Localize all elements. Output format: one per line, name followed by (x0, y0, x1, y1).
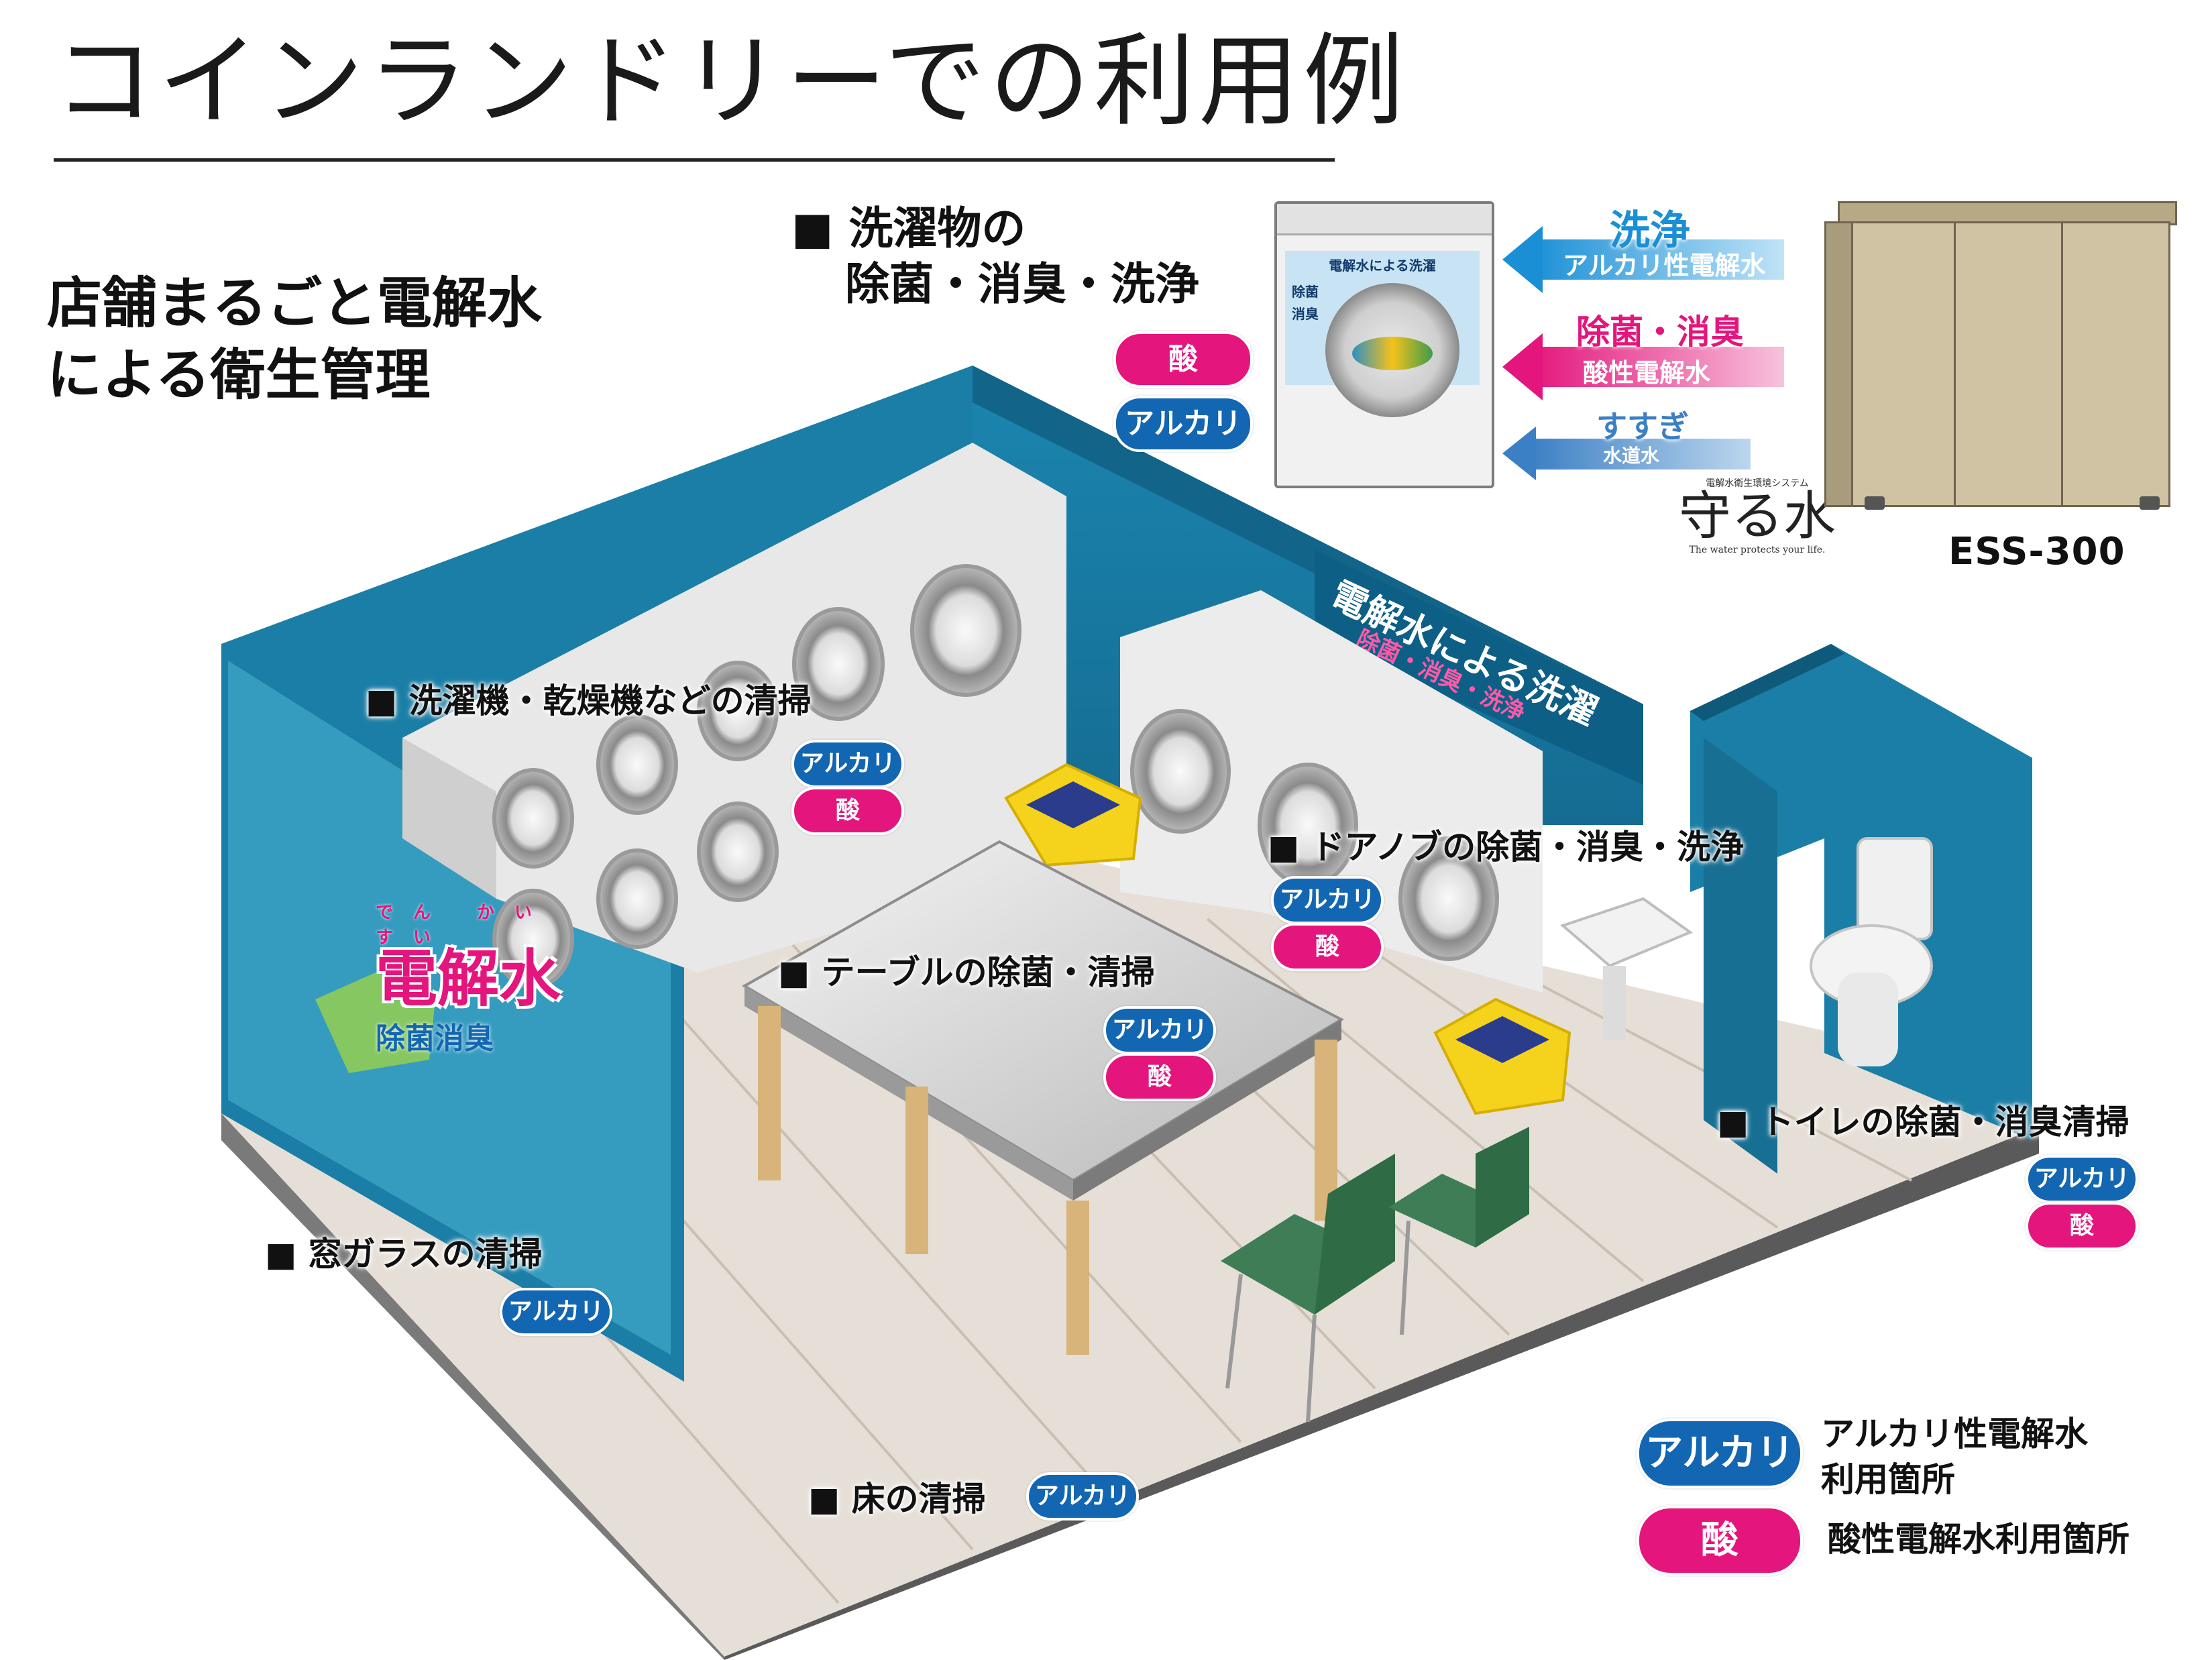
floor-alkali-pill: アルカリ (1026, 1472, 1139, 1520)
toilet-acid-pill: 酸 (2026, 1202, 2138, 1250)
washer-sign-line-1: 電解水による洗濯 (1329, 258, 1436, 274)
logo-ruby: でん かい すい (376, 903, 553, 948)
table-label: ■ テーブルの除菌・清掃 (778, 953, 1155, 992)
brand-name: 守る水 (1678, 486, 1836, 547)
disinfect-arrow: 除菌・消臭 酸性電解水 (1502, 313, 1784, 400)
subtitle: 店舗まるごと電解水 による衛生管理 (47, 268, 542, 411)
washer-illustration: 電解水による洗濯 除菌 消臭 (1274, 201, 1494, 488)
ess-300-label: ESS-300 (1948, 530, 2125, 573)
doorknob-label: ■ ドアノブの除菌・消臭・洗浄 (1268, 828, 1745, 867)
legend-acid-text: 酸性電解水利用箇所 (1828, 1520, 2130, 1559)
wash-arrow: 洗浄 アルカリ性電解水 (1502, 207, 1784, 293)
ess-300-unit (1824, 201, 2177, 510)
floor-label: ■ 床の清掃 (808, 1480, 986, 1518)
legend-alkali-text-line-2: 利用箇所 (1821, 1459, 1955, 1499)
mamoru-mizu-logo: 電解水衛生環境システム 守る水 The water protects your … (1670, 476, 1844, 555)
doorknob-acid-pill: 酸 (1271, 923, 1384, 971)
window-basket (315, 973, 436, 1073)
toilet-label: ■ トイレの除菌・消臭清掃 (1717, 1103, 2130, 1142)
legend-acid-pill: 酸 (1637, 1506, 1803, 1575)
denkaisui-logo-sign: でん かい すい 電解水 除菌消臭 (376, 899, 577, 1057)
washers-alkali-pill: アルカリ (791, 740, 904, 788)
window-alkali-pill: アルカリ (500, 1288, 612, 1336)
toilet (1810, 837, 1933, 1066)
washer-drum (1325, 283, 1459, 417)
page-title: コインランドリーでの利用例 (54, 23, 1408, 140)
washer-row-back (1120, 590, 1543, 993)
sink (1560, 897, 1694, 1040)
logo-sub: 除菌消臭 (376, 1021, 494, 1056)
wash-arrow-title: 洗浄 (1610, 207, 1690, 254)
legend-alkali-text: アルカリ性電解水 利用箇所 (1821, 1412, 2088, 1502)
washer-sign-line-2: 除菌 (1292, 284, 1319, 300)
subtitle-line-1: 店舗まるごと電解水 (47, 272, 543, 335)
laundry-basket-1 (1004, 763, 1142, 867)
disinfect-arrow-title: 除菌・消臭 (1576, 313, 1744, 351)
washers-label: ■ 洗濯機・乾燥機などの清掃 (366, 681, 812, 720)
laundry-in-drum (1352, 337, 1433, 370)
laundry-basket-2 (1433, 997, 1571, 1115)
legend-alkali-pill: アルカリ (1637, 1419, 1803, 1488)
toilet-alkali-pill: アルカリ (2026, 1155, 2138, 1203)
legend-alkali-text-line-1: アルカリ性電解水 (1821, 1415, 2088, 1453)
laundry-item-label: ■ 洗濯物の 除菌・消臭・洗浄 (791, 201, 1199, 312)
chair-2 (1388, 1127, 1529, 1335)
doorknob-alkali-pill: アルカリ (1271, 876, 1384, 924)
table-acid-pill: 酸 (1103, 1053, 1216, 1101)
toilet-door (1704, 738, 1777, 1174)
logo-main: 電解水 (376, 943, 561, 1015)
brand-english: The water protects your life. (1689, 544, 1826, 555)
washer-stack-left (402, 443, 1066, 989)
chair-1 (1221, 1154, 1395, 1423)
washers-acid-pill: 酸 (791, 787, 904, 835)
rinse-arrow: すすぎ 水道水 (1502, 408, 1784, 490)
washer-control-panel (1277, 204, 1492, 235)
disinfect-arrow-sub: 酸性電解水 (1583, 358, 1711, 388)
rinse-arrow-sub: 水道水 (1603, 445, 1660, 467)
laundry-item-line-1: ■ 洗濯物の (791, 203, 1026, 254)
laundry-acid-pill: 酸 (1113, 331, 1253, 388)
brand-tagline: 電解水衛生環境システム (1706, 478, 1809, 489)
table-alkali-pill: アルカリ (1103, 1006, 1216, 1054)
laundry-alkali-pill: アルカリ (1113, 396, 1253, 452)
subtitle-line-2: による衛生管理 (47, 343, 431, 407)
rinse-arrow-title: すすぎ (1596, 408, 1689, 445)
wash-arrow-sub: アルカリ性電解水 (1563, 251, 1766, 280)
window-label: ■ 窓ガラスの清掃 (265, 1235, 543, 1274)
washer-sign-line-3: 消臭 (1292, 306, 1319, 322)
title-underline (54, 158, 1335, 162)
laundry-item-line-2: 除菌・消臭・洗浄 (845, 258, 1199, 310)
